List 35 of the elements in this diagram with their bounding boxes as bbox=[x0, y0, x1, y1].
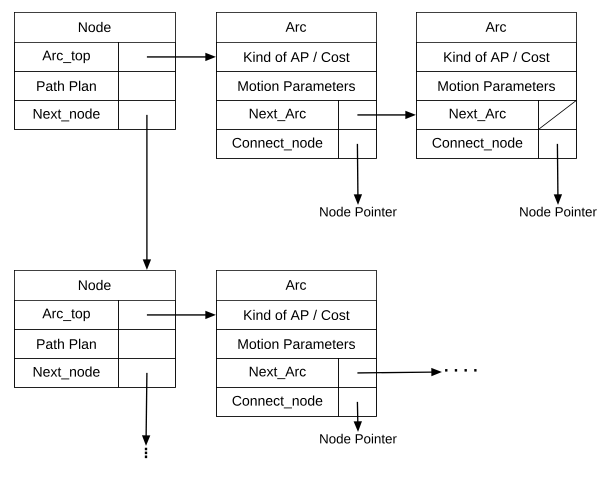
pointer-cell bbox=[118, 358, 176, 388]
pointer-cell bbox=[118, 329, 176, 359]
pointer-cell bbox=[338, 100, 377, 130]
field-cell: Connect_node bbox=[216, 129, 339, 159]
field-cell: Path Plan bbox=[14, 329, 119, 359]
field-cell: Arc_top bbox=[14, 42, 119, 72]
pointer-cell bbox=[338, 358, 377, 388]
pointer-cell bbox=[118, 42, 176, 72]
field-cell: Motion Parameters bbox=[216, 329, 377, 359]
pointer-cell bbox=[118, 300, 176, 330]
field-cell: Next_Arc bbox=[216, 358, 339, 388]
pointer-label: Node Pointer bbox=[320, 434, 397, 444]
null-pointer-cell bbox=[538, 100, 578, 130]
field-cell: Motion Parameters bbox=[416, 71, 577, 101]
field-cell: Connect_node bbox=[216, 387, 339, 417]
field-cell: Kind of AP / Cost bbox=[216, 42, 377, 72]
pointer-cell bbox=[538, 129, 577, 159]
field-cell: Next_Arc bbox=[216, 100, 339, 130]
pointer-cell bbox=[338, 387, 377, 417]
pointer-cell bbox=[118, 71, 176, 101]
field-cell: Arc_top bbox=[14, 300, 119, 330]
field-cell: Kind of AP / Cost bbox=[216, 300, 377, 330]
ellipsis: ⋮ bbox=[144, 448, 148, 458]
pointer-cell bbox=[118, 100, 176, 130]
pointer-cell bbox=[338, 129, 377, 159]
field-cell: Path Plan bbox=[14, 71, 119, 101]
field-cell: Next_node bbox=[14, 358, 119, 388]
field-cell: Kind of AP / Cost bbox=[416, 42, 577, 72]
pointer-label: Node Pointer bbox=[520, 206, 597, 217]
field-cell: Connect_node bbox=[416, 129, 539, 159]
pointer-label: Node Pointer bbox=[320, 206, 397, 217]
ellipsis: · · · · bbox=[445, 369, 477, 372]
field-cell: Motion Parameters bbox=[216, 71, 377, 101]
field-cell: Next_Arc bbox=[416, 100, 539, 130]
field-cell: Next_node bbox=[14, 100, 119, 130]
